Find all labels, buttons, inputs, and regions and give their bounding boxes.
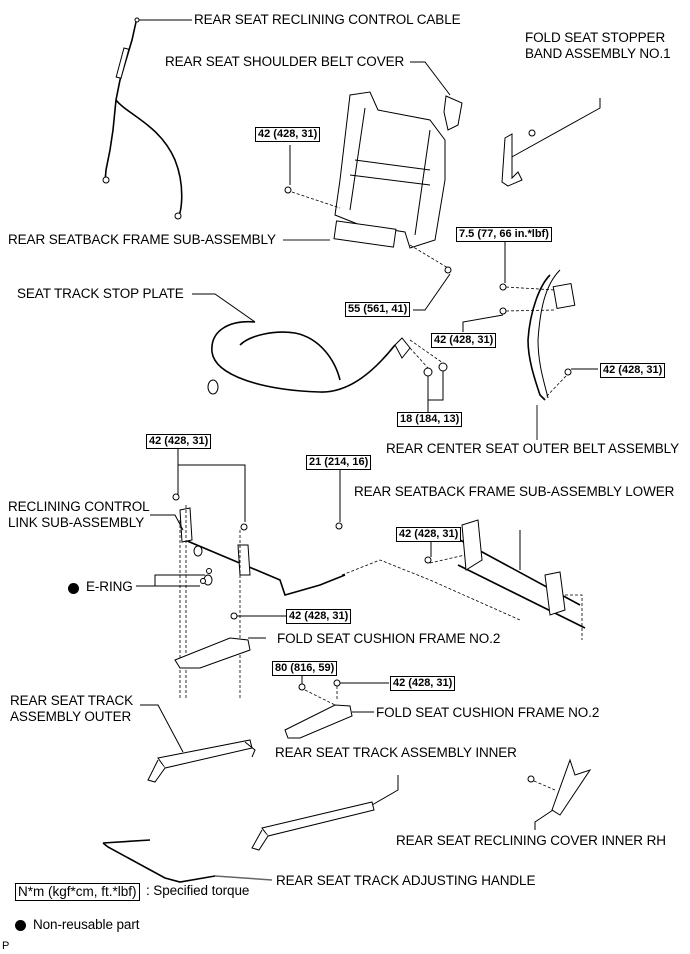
label-rear-seat-reclining-cover: REAR SEAT RECLINING COVER INNER RH [396, 833, 666, 848]
label-reclining-control-link-line2: LINK SUB-ASSEMBLY [8, 515, 145, 530]
torque-link-nuts: 42 (428, 31) [146, 434, 212, 449]
torque-lower-frame-bolt: 42 (428, 31) [396, 527, 462, 542]
torque-seatback-bolt-left: 42 (428, 31) [255, 127, 321, 142]
stopper-band-drawing [501, 98, 601, 187]
label-rear-seatback-frame-sub-assembly: REAR SEATBACK FRAME SUB-ASSEMBLY [8, 232, 276, 247]
torque-cushion-frame-nut-b: 42 (428, 31) [390, 676, 456, 691]
seatback-frame-drawing [283, 91, 452, 311]
label-rear-center-seat-outer-belt: REAR CENTER SEAT OUTER BELT ASSEMBLY [386, 441, 679, 456]
legend-torque-unit: N*m (kgf*cm, ft.*lbf) [15, 883, 140, 901]
label-seat-track-stop-plate: SEAT TRACK STOP PLATE [17, 286, 184, 301]
outer-belt-assembly-drawing [462, 232, 598, 440]
seatback-frame-lower-drawing [424, 519, 586, 640]
label-rear-seat-shoulder-belt-cover: REAR SEAT SHOULDER BELT COVER [165, 54, 405, 69]
torque-belt-lower-bolt: 42 (428, 31) [600, 363, 666, 378]
torque-belt-upper-bolt: 7.5 (77, 66 in.*lbf) [456, 227, 552, 242]
adjusting-handle-drawing [102, 839, 273, 883]
label-rear-seatback-frame-lower: REAR SEATBACK FRAME SUB-ASSEMBLY LOWER [354, 484, 675, 499]
torque-seatback-bolt-right: 55 (561, 41) [345, 302, 411, 317]
label-fold-seat-cushion-frame-b: FOLD SEAT CUSHION FRAME NO.2 [376, 705, 600, 720]
reclining-control-cable-drawing [102, 17, 192, 220]
torque-cushion-frame-bolt-b: 80 (816, 59) [272, 661, 338, 676]
fold-seat-cushion-frame-a-drawing [174, 612, 286, 669]
label-fold-seat-stopper-band-line2: BAND ASSEMBLY NO.1 [525, 46, 671, 61]
label-fold-seat-cushion-frame-a: FOLD SEAT CUSHION FRAME NO.2 [277, 631, 501, 646]
legend-non-reusable: Non-reusable part [33, 917, 140, 932]
label-rear-seat-reclining-control-cable: REAR SEAT RECLINING CONTROL CABLE [194, 12, 461, 27]
legend-non-reusable-dot-icon [15, 920, 26, 931]
torque-cushion-frame-nut-a: 42 (428, 31) [286, 609, 352, 624]
torque-link-bolt: 21 (214, 16) [306, 455, 372, 470]
legend-torque-desc: : Specified torque [146, 883, 250, 898]
label-fold-seat-stopper-band-line1: FOLD SEAT STOPPER [525, 30, 666, 45]
label-rear-seat-track-outer-line2: ASSEMBLY OUTER [10, 709, 132, 724]
non-reusable-dot-icon [68, 583, 79, 594]
fold-seat-cushion-frame-b-drawing [284, 672, 389, 739]
label-rear-seat-track-inner: REAR SEAT TRACK ASSEMBLY INNER [275, 745, 517, 760]
shoulder-belt-cover-drawing [410, 61, 463, 131]
seat-track-outer-drawing [140, 704, 256, 783]
label-e-ring: E-RING [86, 579, 133, 594]
seat-track-inner-drawing [251, 775, 399, 851]
reclining-cover-drawing [527, 758, 592, 830]
reclining-control-link-drawing [136, 447, 521, 700]
torque-belt-nut: 42 (428, 31) [431, 333, 497, 348]
label-rear-seat-track-outer-line1: REAR SEAT TRACK [10, 693, 134, 708]
corner-mark: P [2, 940, 10, 952]
label-rear-seat-track-adjusting-handle: REAR SEAT TRACK ADJUSTING HANDLE [276, 873, 536, 888]
torque-stop-plate-nuts: 18 (184, 13) [397, 412, 463, 427]
seat-track-stop-plate-drawing [192, 293, 448, 412]
label-reclining-control-link-line1: RECLINING CONTROL [8, 499, 150, 514]
